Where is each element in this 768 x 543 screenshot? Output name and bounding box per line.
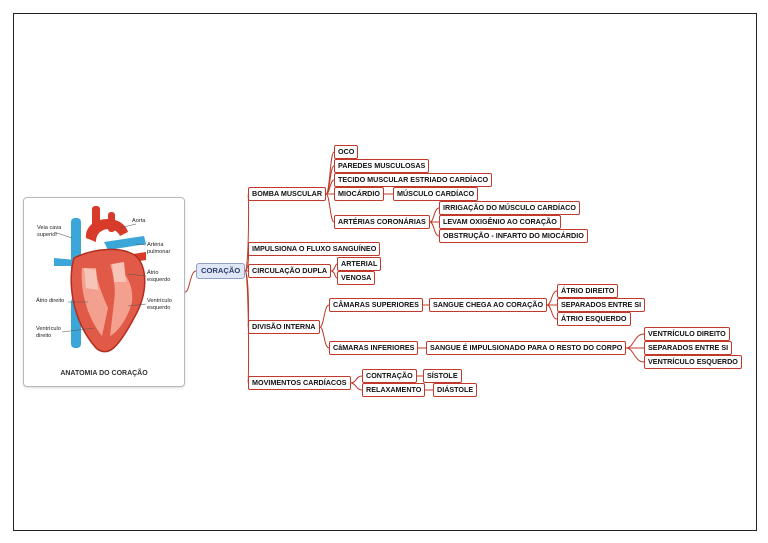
node-oco[interactable]: OCO bbox=[334, 145, 359, 159]
node-levam[interactable]: LEVAM OXIGÊNIO AO CORAÇÃO bbox=[439, 215, 561, 229]
node-tecido[interactable]: TECIDO MUSCULAR ESTRIADO CARDÍACO bbox=[334, 173, 493, 187]
heart-body-shape bbox=[70, 248, 146, 353]
label-atrio-esquerdo: Átrio esquerdo bbox=[147, 270, 171, 283]
heart-illustration bbox=[53, 206, 147, 353]
node-atrio-direito[interactable]: ÁTRIO DIREITO bbox=[557, 284, 619, 298]
node-relaxamento[interactable]: RELAXAMENTO bbox=[362, 383, 426, 397]
node-ventriculo-esquerdo[interactable]: VENTRÍCULO ESQUERDO bbox=[644, 355, 742, 369]
node-arterial[interactable]: ARTERIAL bbox=[337, 257, 382, 271]
card-caption: ANATOMIA DO CORAÇÃO bbox=[60, 370, 148, 377]
node-impulsiona[interactable]: IMPULSIONA O FLUXO SANGUÍNEO bbox=[248, 242, 381, 256]
node-musculo[interactable]: MÚSCULO CARDÍACO bbox=[393, 187, 479, 201]
node-bomba-muscular[interactable]: BOMBA MUSCULAR bbox=[248, 187, 327, 201]
pulmonary-artery-shape bbox=[104, 236, 146, 250]
node-miocardio[interactable]: MIOCÁRDIO bbox=[334, 187, 384, 201]
root-node[interactable]: CORAÇÃO bbox=[196, 263, 246, 279]
connector-26 bbox=[625, 347, 645, 363]
node-sangue-chega[interactable]: SANGUE CHEGA AO CORAÇÃO bbox=[429, 298, 548, 312]
node-contracao[interactable]: CONTRAÇÃO bbox=[362, 369, 417, 383]
node-ventriculo-direito[interactable]: VENTRÍCULO DIREITO bbox=[644, 327, 730, 341]
connector-17 bbox=[319, 304, 330, 328]
node-arterias[interactable]: ARTÉRIAS CORONÁRIAS bbox=[334, 215, 430, 229]
label-arteria-pulmonar: Artéria pulmonar bbox=[147, 242, 171, 255]
node-obstrucao[interactable]: OBSTRUÇÃO - INFARTO DO MIOCÁRDIO bbox=[439, 229, 588, 243]
connector-18 bbox=[319, 326, 330, 349]
node-venosa[interactable]: VENOSA bbox=[337, 271, 376, 285]
node-camaras-superiores[interactable]: CÂMARAS SUPERIORES bbox=[329, 298, 423, 312]
node-separados-1[interactable]: SEPARADOS ENTRE SI bbox=[557, 298, 646, 312]
connector-28 bbox=[350, 382, 363, 391]
node-paredes[interactable]: PAREDES MUSCULOSAS bbox=[334, 159, 430, 173]
connector-16 bbox=[330, 270, 338, 279]
node-divisao[interactable]: DIVISÃO INTERNA bbox=[248, 320, 320, 334]
connector-0 bbox=[184, 270, 197, 293]
label-atrio-direito: Átrio direito bbox=[36, 298, 65, 304]
node-irrigacao[interactable]: IRRIGAÇÃO DO MÚSCULO CARDÍACO bbox=[439, 201, 580, 215]
label-ventriculo-direito: Ventrículo direito bbox=[36, 326, 61, 339]
node-movimentos[interactable]: MOVIMENTOS CARDÍACOS bbox=[248, 376, 351, 390]
node-atrio-esquerdo[interactable]: ÁTRIO ESQUERDO bbox=[557, 312, 631, 326]
node-separados-2[interactable]: SEPARADOS ENTRE SI bbox=[644, 341, 733, 355]
node-sistole[interactable]: SÍSTOLE bbox=[423, 369, 462, 383]
label-veia-cava: Veia cava superior bbox=[37, 225, 62, 238]
label-aorta: Aorta bbox=[132, 218, 146, 224]
node-diastole[interactable]: DIÁSTOLE bbox=[433, 383, 478, 397]
connector-14 bbox=[429, 221, 440, 237]
connector-22 bbox=[546, 304, 558, 320]
connector-20 bbox=[546, 290, 558, 306]
connector-27 bbox=[350, 375, 363, 384]
node-camaras-inferiores[interactable]: CâMARAS INFERIORES bbox=[329, 341, 419, 355]
label-ventriculo-esquerdo: Ventrículo esquerdo bbox=[147, 298, 172, 311]
connector-12 bbox=[429, 207, 440, 223]
connector-24 bbox=[625, 333, 645, 349]
node-sangue-impulsionado[interactable]: SANGUE É IMPULSIONADO PARA O RESTO DO CO… bbox=[426, 341, 627, 355]
node-circulacao[interactable]: CIRCULAÇÃO DUPLA bbox=[248, 264, 332, 278]
connector-10 bbox=[325, 193, 335, 223]
heart-anatomy-card: Veia cava superior Aorta Artéria pulmona… bbox=[23, 197, 185, 387]
